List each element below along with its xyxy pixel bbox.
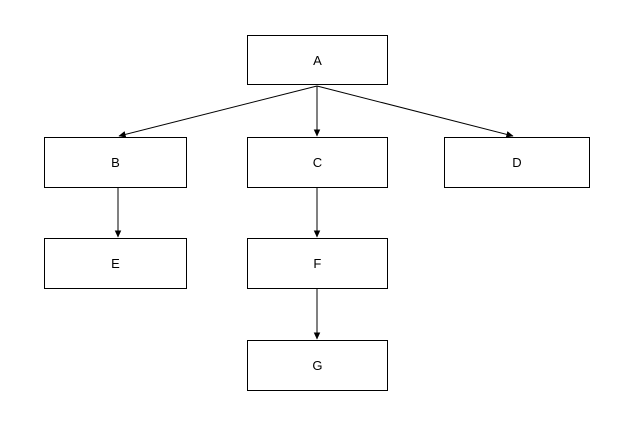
node-c-label: C (312, 155, 323, 170)
node-a-label: A (313, 52, 322, 68)
node-b[interactable]: B (44, 137, 187, 188)
node-g-label: G (312, 358, 323, 373)
edge-a-to-b (118, 85, 318, 138)
node-b-label: B (111, 155, 120, 170)
node-e[interactable]: E (44, 238, 187, 289)
node-a[interactable]: A (247, 35, 388, 85)
node-c[interactable]: C (247, 137, 388, 188)
node-d-label: D (512, 155, 522, 170)
node-f-label: F (313, 256, 322, 271)
node-f[interactable]: F (247, 238, 388, 289)
node-g[interactable]: G (247, 340, 388, 391)
edge-group (114, 85, 514, 340)
edge-a-to-d (316, 85, 514, 138)
node-e-label: E (111, 256, 120, 271)
node-d[interactable]: D (444, 137, 590, 188)
